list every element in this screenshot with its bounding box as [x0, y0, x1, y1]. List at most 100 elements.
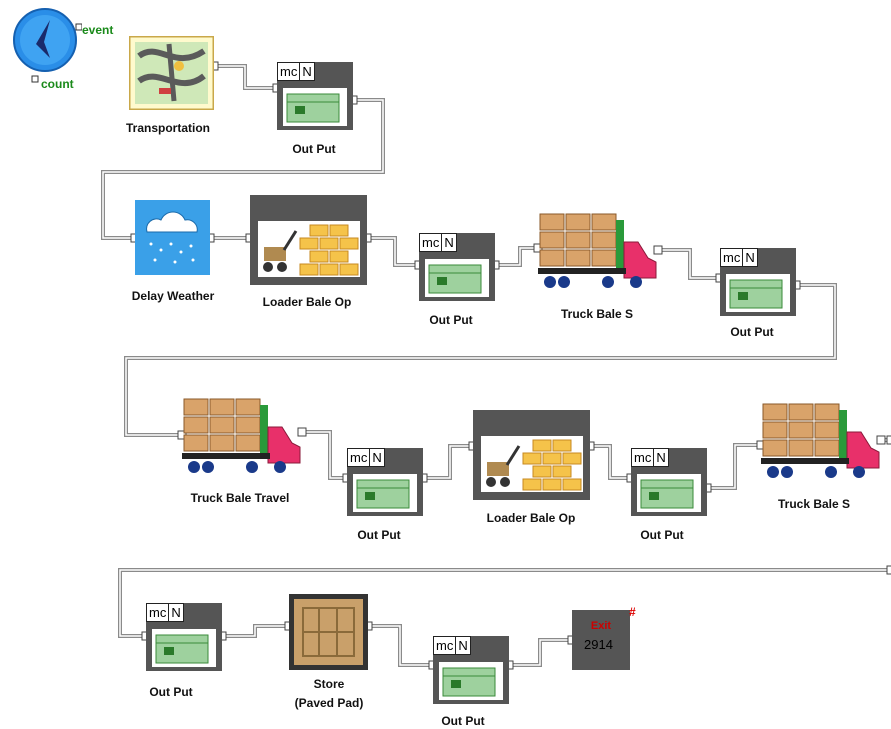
loader-icon [250, 195, 367, 285]
snow-cloud-icon [135, 200, 210, 275]
output-label: Out Put [429, 313, 473, 327]
n-label: N [444, 235, 454, 250]
spreadsheet-icon [347, 448, 423, 516]
transportation-label: Transportation [125, 121, 211, 135]
transportation-block[interactable] [127, 34, 216, 112]
connection-wire-core [214, 65, 277, 89]
mc-label: mc [147, 604, 170, 621]
exit-hash-marker: # [629, 605, 636, 619]
mc-label: mc [420, 234, 443, 251]
output-label: Out Put [730, 325, 774, 339]
connector-port[interactable] [653, 245, 663, 255]
connection-wire-core [119, 569, 891, 637]
event-generator-block[interactable] [10, 6, 83, 86]
truck-icon [761, 403, 880, 478]
connection-wire-core [423, 445, 473, 479]
connection-wire [495, 246, 538, 267]
connection-wire-core [658, 249, 720, 279]
store-block[interactable] [289, 594, 368, 670]
loader-bale-op-block[interactable] [250, 195, 367, 285]
truck-icon [538, 213, 657, 288]
loader-bale-op-label: Loader Bale Op [262, 295, 352, 309]
truck-bale-travel-label: Truck Bale Travel [190, 491, 290, 505]
store-label: Store [313, 677, 345, 691]
road-map-icon [127, 34, 216, 112]
connection-wire [707, 443, 761, 490]
connection-wire-core [707, 444, 761, 489]
exit-count: 2914 [584, 637, 613, 652]
mc-label: mc [348, 449, 371, 466]
n-label: N [171, 605, 181, 620]
connection-wire-core [125, 284, 836, 436]
mc-label: mc [721, 249, 744, 266]
connector-port[interactable] [297, 427, 307, 437]
connection-wire-core [222, 625, 289, 637]
output-label: Out Put [149, 685, 193, 699]
connection-wire-core [367, 237, 419, 266]
mc-label: mc [278, 63, 301, 80]
mc-label: mc [632, 449, 655, 466]
paved-pad-icon [289, 594, 368, 670]
mc-label: mc [434, 637, 457, 654]
connection-wire-core [509, 639, 572, 666]
connector-port[interactable] [876, 435, 886, 445]
truck-bale-s-block[interactable] [538, 212, 658, 294]
connector-port[interactable] [886, 435, 891, 445]
spreadsheet-icon [631, 448, 707, 516]
connection-wire-core [302, 431, 347, 479]
spreadsheet-icon [146, 603, 222, 671]
connection-wire [118, 568, 891, 638]
connection-wire-core [102, 99, 384, 239]
connection-wire [658, 248, 720, 280]
event-connector-label: event [82, 23, 114, 37]
spreadsheet-icon [277, 62, 353, 130]
exit-title: Exit [590, 620, 612, 632]
connection-wire-core [590, 445, 631, 479]
delay-weather-label: Delay Weather [131, 289, 215, 303]
compass-icon [13, 8, 83, 83]
connection-wire [423, 444, 473, 480]
delay-weather-block[interactable] [135, 200, 210, 275]
n-label: N [745, 250, 755, 265]
truck-bale-s-label: Truck Bale S [777, 497, 851, 511]
n-label: N [372, 450, 382, 465]
truck-bale-s-block[interactable] [761, 402, 881, 484]
count-connector-label: count [41, 77, 74, 91]
connection-wire-core [495, 247, 538, 266]
output-label: Out Put [357, 528, 401, 542]
loader-bale-op-block[interactable] [473, 410, 590, 500]
connector-port[interactable] [886, 565, 891, 575]
truck-bale-travel-block[interactable] [182, 397, 302, 479]
n-label: N [302, 64, 312, 79]
truck-icon [182, 398, 301, 473]
n-label: N [458, 638, 468, 653]
loader-icon [473, 410, 590, 500]
connection-wire [367, 236, 419, 267]
loader-bale-op-label: Loader Bale Op [486, 511, 576, 525]
output-label: Out Put [292, 142, 336, 156]
exit-block[interactable]: Exit 2914 [572, 610, 630, 670]
store-sublabel: (Paved Pad) [294, 696, 364, 710]
spreadsheet-icon [419, 233, 495, 301]
n-label: N [656, 450, 666, 465]
truck-bale-s-label: Truck Bale S [560, 307, 634, 321]
connection-wire-core [368, 625, 433, 666]
output-label: Out Put [640, 528, 684, 542]
connection-wire [302, 430, 347, 480]
